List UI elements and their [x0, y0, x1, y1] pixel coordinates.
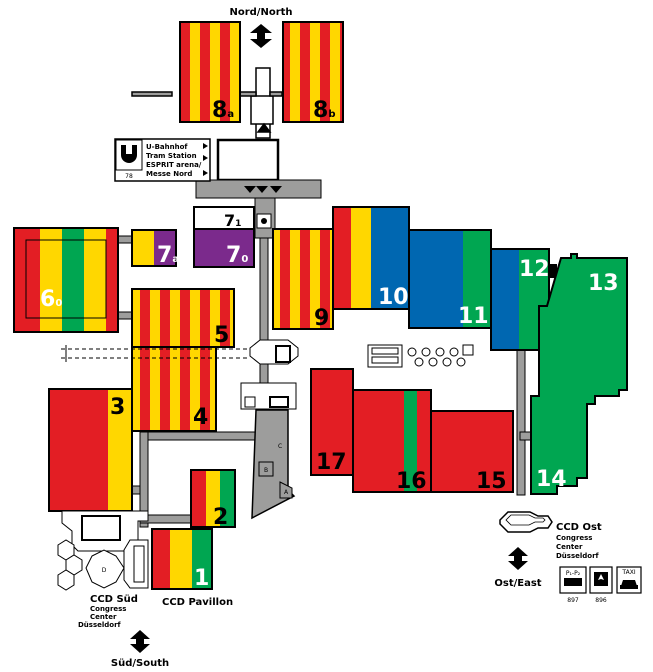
central-building[interactable]: C B A: [251, 409, 296, 520]
hall-14-number: 14: [536, 467, 567, 492]
station-sign[interactable]: 78 U-Bahnhof Tram Station ESPRIT arena/ …: [114, 138, 211, 182]
hall-8b-number: 8: [313, 98, 328, 123]
building-b-letter: B: [264, 467, 268, 474]
hall-16-number: 16: [396, 469, 427, 494]
svg-text:70: 70: [226, 243, 248, 268]
ccd-sued-buildings[interactable]: D: [57, 510, 149, 591]
hall-4-number: 4: [193, 405, 208, 430]
plane-icon: [598, 574, 604, 580]
arrow-down-icon: [508, 561, 528, 570]
hall-1-number: 1: [194, 566, 209, 591]
hall-15-number: 15: [476, 469, 507, 494]
parking-number: 897: [567, 597, 579, 604]
arrow-down-icon: [130, 644, 150, 653]
outline-structures: [61, 339, 299, 410]
hall-5[interactable]: 5: [131, 288, 235, 348]
north-arrow: Nord/North: [229, 7, 293, 48]
taxi-label: TAXI: [621, 569, 635, 576]
arrow-up-icon: [508, 547, 528, 556]
north-label: Nord/North: [229, 7, 292, 18]
plane-number: 896: [595, 597, 607, 604]
hall-7-0-number: 7: [226, 243, 241, 268]
hall-7-1-sub: 1: [235, 219, 241, 229]
hall-7-0-sub: 0: [241, 254, 248, 265]
svg-text:60: 60: [40, 287, 62, 312]
hall-7a-sub: a: [172, 254, 179, 265]
hall-16[interactable]: 16: [352, 389, 432, 494]
ccd-sued-line2: Center: [90, 613, 117, 621]
hall-7a-number: 7: [157, 243, 172, 268]
east-arrow: Ost/East: [494, 547, 542, 589]
ccd-sued-line3: Düsseldorf: [78, 621, 122, 629]
north-connector: [131, 67, 283, 139]
ccd-ost-title: CCD Ost: [556, 522, 602, 533]
ccd-ost[interactable]: CCD Ost Congress Center Düsseldorf: [499, 511, 602, 560]
ccd-pavillon-label: CCD Pavillon: [162, 597, 233, 608]
hall-11-number: 11: [458, 304, 489, 329]
svg-text:71: 71: [224, 211, 241, 230]
hall-13-14[interactable]: 13 14: [530, 253, 628, 495]
hall-10-number: 10: [378, 285, 409, 310]
hall-6-number: 6: [40, 287, 55, 312]
south-arrow: Süd/South: [111, 630, 169, 669]
building-c-letter: C: [278, 443, 282, 450]
hall-13-number: 13: [588, 271, 619, 296]
hall-2[interactable]: 2: [190, 469, 236, 530]
station-number: 78: [125, 173, 133, 180]
arrow-right-icon: [203, 170, 208, 176]
hall-3[interactable]: 3: [48, 388, 133, 512]
hall-17[interactable]: 17: [310, 368, 354, 476]
transport-icons[interactable]: P₁-P₂ 897 896 TAXI: [559, 566, 642, 604]
hall-8a-number: 8: [212, 98, 227, 123]
hall-9-number: 9: [314, 306, 329, 331]
arrow-right-icon: [203, 143, 208, 149]
station-line1: U-Bahnhof: [146, 143, 188, 151]
station-entrance-building: [195, 138, 322, 239]
hall-11[interactable]: 11: [408, 229, 492, 329]
arrow-up-icon: [250, 24, 272, 33]
parking-label: P₁-P₂: [566, 570, 581, 577]
ccd-sued-line1: Congress: [90, 605, 126, 613]
building-d-letter: D: [102, 567, 107, 574]
hall-4[interactable]: 4: [131, 346, 217, 432]
svg-text:8b: 8b: [313, 98, 335, 123]
hall-15[interactable]: 15: [430, 410, 514, 494]
station-line4: Messe Nord: [146, 170, 192, 178]
hall-8a-sub: a: [227, 109, 234, 120]
hall-5-number: 5: [214, 323, 229, 348]
hall-17-number: 17: [316, 450, 347, 475]
arrow-right-icon: [203, 155, 208, 161]
arrow-up-icon: [130, 630, 150, 639]
hall-2-number: 2: [213, 505, 228, 530]
hall-1[interactable]: 1: [151, 528, 213, 591]
station-line3: ESPRIT arena/: [146, 161, 202, 169]
hall-7a[interactable]: 7a: [131, 229, 179, 268]
hall-12-number: 12: [519, 257, 550, 282]
east-label: Ost/East: [494, 578, 541, 589]
hall-3-number: 3: [110, 395, 125, 420]
hall-6[interactable]: 60: [13, 227, 119, 333]
hall-8a[interactable]: 8a: [179, 21, 241, 123]
ccd-ost-line1: Congress: [556, 534, 592, 542]
hall-9[interactable]: 9: [272, 228, 334, 331]
svg-text:7a: 7a: [157, 243, 179, 268]
station-line2: Tram Station: [146, 152, 197, 160]
hall-8b[interactable]: 8b: [282, 21, 344, 123]
seating-area: [367, 344, 474, 368]
arrow-down-icon: [250, 39, 272, 48]
hall-7[interactable]: 71 70: [193, 206, 255, 268]
ccd-sued-title: CCD Süd: [90, 594, 138, 605]
hall-8b-sub: b: [328, 109, 335, 120]
south-label: Süd/South: [111, 658, 169, 669]
connector-12-13: [549, 264, 557, 278]
svg-text:8a: 8a: [212, 98, 234, 123]
hall-7-1-number: 7: [224, 211, 235, 230]
ccd-ost-line3: Düsseldorf: [556, 552, 600, 560]
hall-6-sub: 0: [55, 298, 62, 309]
ccd-ost-line2: Center: [556, 543, 583, 551]
hall-10[interactable]: 10: [332, 206, 410, 310]
building-a-letter: A: [284, 489, 289, 496]
